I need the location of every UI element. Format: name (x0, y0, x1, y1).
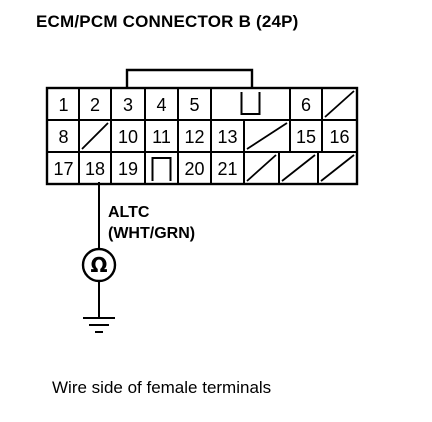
connector-notch (151, 157, 172, 181)
terminal-17: 17 (53, 159, 73, 179)
terminal-2: 2 (90, 95, 100, 115)
wire-lead: ALTC (WHT/GRN) (98, 182, 195, 318)
terminal-1: 1 (58, 95, 68, 115)
terminal-18: 18 (85, 159, 105, 179)
terminal-13: 13 (217, 127, 237, 147)
wire-color-label: (WHT/GRN) (108, 225, 195, 242)
ground-icon (83, 317, 115, 333)
terminal-19: 19 (118, 159, 138, 179)
diagram-title: ECM/PCM CONNECTOR B (24P) (36, 12, 299, 31)
blank-terminal (324, 90, 355, 118)
terminal-8: 8 (58, 127, 68, 147)
terminal-4: 4 (156, 95, 166, 115)
ohmmeter: Ω (81, 247, 117, 283)
blank-terminal (81, 122, 109, 150)
blank-terminal (320, 154, 355, 182)
blank-terminal (281, 154, 316, 182)
blank-terminal (246, 122, 288, 150)
terminal-12: 12 (184, 127, 204, 147)
terminal-10: 10 (118, 127, 138, 147)
terminal-20: 20 (184, 159, 204, 179)
diagram-caption: Wire side of female terminals (52, 378, 272, 397)
terminal-6: 6 (301, 95, 311, 115)
connector-key (125, 68, 254, 88)
terminal-16: 16 (329, 127, 349, 147)
blank-terminal (246, 154, 277, 182)
ohm-icon: Ω (90, 253, 107, 277)
ohmmeter-circle (81, 247, 117, 283)
connector-body (45, 86, 359, 186)
terminal-5: 5 (189, 95, 199, 115)
terminal-3: 3 (123, 95, 133, 115)
terminal-15: 15 (296, 127, 316, 147)
connector-notch (240, 92, 261, 115)
terminal-11: 11 (152, 127, 171, 147)
terminal-21: 21 (217, 159, 237, 179)
wire-signal-label: ALTC (108, 204, 150, 221)
